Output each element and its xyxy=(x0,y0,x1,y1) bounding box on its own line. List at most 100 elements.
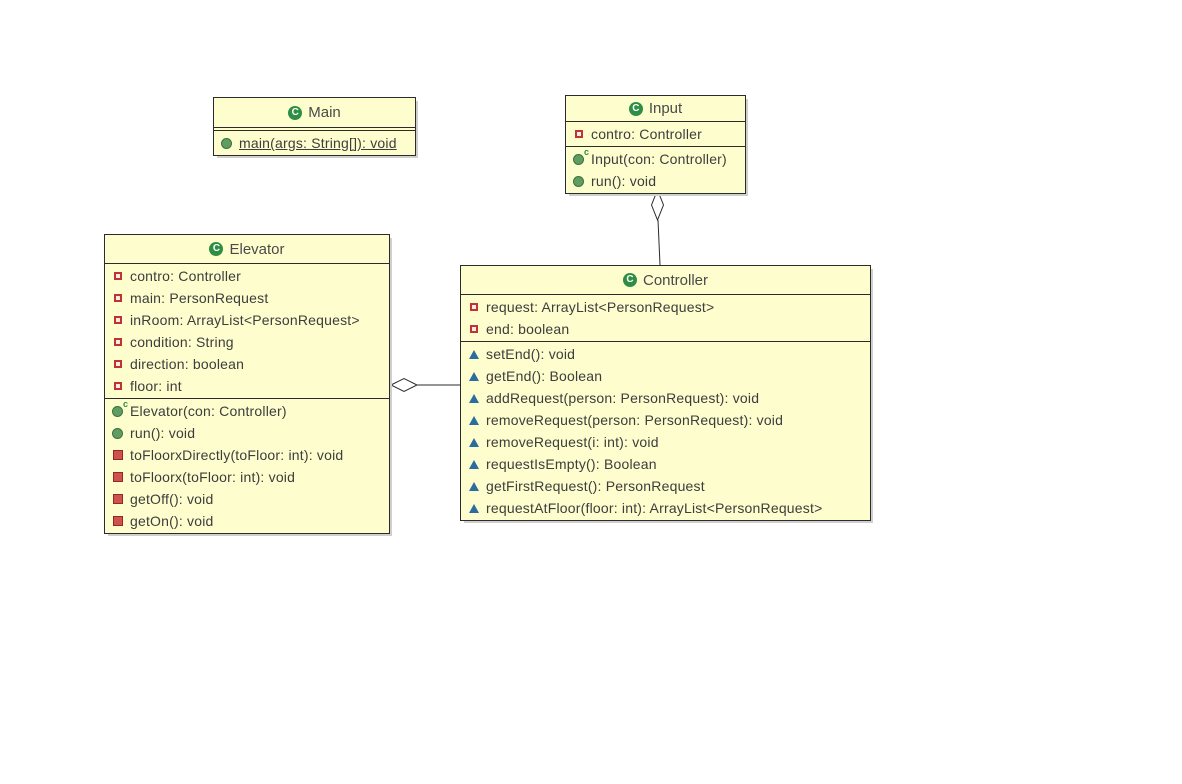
aggregation-diamond xyxy=(650,188,665,222)
class-header: C Controller xyxy=(461,266,870,295)
package-method-icon xyxy=(468,459,479,469)
methods-compartment: setEnd(): void getEnd(): Boolean addRequ… xyxy=(461,342,870,520)
class-title: Input xyxy=(648,100,683,117)
member-text: getFirstRequest(): PersonRequest xyxy=(486,478,705,494)
member-text: request: ArrayList<PersonRequest> xyxy=(486,299,715,315)
class-header: C Elevator xyxy=(105,235,389,264)
private-method-icon xyxy=(112,494,123,504)
member-row: getOff(): void xyxy=(105,488,389,510)
package-method-icon xyxy=(468,481,479,491)
member-row: toFloorx(toFloor: int): void xyxy=(105,466,389,488)
class-title: Controller xyxy=(642,271,709,289)
member-text: getOn(): void xyxy=(130,513,214,529)
class-header: C Input xyxy=(566,96,745,122)
member-row: direction: boolean xyxy=(105,353,389,375)
private-field-icon xyxy=(113,294,122,302)
class-title: Elevator xyxy=(229,240,285,258)
member-text: Elevator(con: Controller) xyxy=(130,403,287,419)
member-row: condition: String xyxy=(105,331,389,353)
private-field-icon xyxy=(113,382,122,390)
member-row: setEnd(): void xyxy=(461,343,870,365)
member-row: inRoom: ArrayList<PersonRequest> xyxy=(105,309,389,331)
member-row: removeRequest(person: PersonRequest): vo… xyxy=(461,409,870,431)
class-icon: C xyxy=(628,101,643,116)
member-row: toFloorxDirectly(toFloor: int): void xyxy=(105,444,389,466)
member-row: main(args: String[]): void xyxy=(214,132,415,154)
private-method-icon xyxy=(112,472,123,482)
member-text: removeRequest(person: PersonRequest): vo… xyxy=(486,412,784,428)
member-row: floor: int xyxy=(105,375,389,397)
member-text: main: PersonRequest xyxy=(130,290,269,306)
member-row: request: ArrayList<PersonRequest> xyxy=(461,296,870,318)
member-text: contro: Controller xyxy=(130,268,241,284)
member-row: main: PersonRequest xyxy=(105,287,389,309)
member-row: addRequest(person: PersonRequest): void xyxy=(461,387,870,409)
private-method-icon xyxy=(112,516,123,526)
private-field-icon xyxy=(469,325,478,333)
member-text: direction: boolean xyxy=(130,356,245,372)
aggregation-connector-input-controller[interactable] xyxy=(650,188,665,266)
member-row: getFirstRequest(): PersonRequest xyxy=(461,475,870,497)
class-node-input[interactable]: C Input contro: Controller c Input(con: … xyxy=(565,95,746,194)
member-row: requestIsEmpty(): Boolean xyxy=(461,453,870,475)
member-row: c Input(con: Controller) xyxy=(566,147,745,170)
package-method-icon xyxy=(468,415,479,425)
member-row: requestAtFloor(floor: int): ArrayList<Pe… xyxy=(461,497,870,519)
member-text: run(): void xyxy=(130,425,196,441)
class-icon: C xyxy=(288,105,303,120)
methods-compartment: c Elevator(con: Controller) run(): void … xyxy=(105,399,389,533)
member-text: setEnd(): void xyxy=(486,346,576,362)
package-method-icon xyxy=(468,393,479,403)
member-text: Input(con: Controller) xyxy=(591,151,727,167)
member-text: inRoom: ArrayList<PersonRequest> xyxy=(130,312,360,328)
member-row: c Elevator(con: Controller) xyxy=(105,399,389,422)
class-header: C Main xyxy=(214,98,415,128)
class-node-main[interactable]: C Main main(args: String[]): void xyxy=(213,97,416,156)
constructor-icon: c xyxy=(573,147,589,165)
member-text: run(): void xyxy=(591,173,657,189)
methods-compartment: main(args: String[]): void xyxy=(214,131,415,155)
package-method-icon xyxy=(468,349,479,359)
private-field-icon xyxy=(469,303,478,311)
aggregation-diamond xyxy=(389,377,419,393)
package-method-icon xyxy=(468,437,479,447)
private-field-icon xyxy=(113,338,122,346)
private-field-icon xyxy=(113,272,122,280)
class-icon: C xyxy=(209,242,224,256)
aggregation-connector-elevator-controller[interactable] xyxy=(389,377,460,393)
member-text: getEnd(): Boolean xyxy=(486,368,603,384)
fields-compartment: contro: Controller xyxy=(566,122,745,147)
member-row: contro: Controller xyxy=(566,123,745,145)
methods-compartment: c Input(con: Controller) run(): void xyxy=(566,147,745,193)
public-method-icon xyxy=(112,427,123,439)
member-row: contro: Controller xyxy=(105,265,389,287)
member-row: getEnd(): Boolean xyxy=(461,365,870,387)
fields-compartment xyxy=(214,128,415,131)
constructor-icon: c xyxy=(112,399,128,417)
fields-compartment: contro: Controller main: PersonRequest i… xyxy=(105,264,389,399)
class-node-elevator[interactable]: C Elevator contro: Controller main: Pers… xyxy=(104,234,390,534)
class-node-controller[interactable]: C Controller request: ArrayList<PersonRe… xyxy=(460,265,871,521)
member-row: removeRequest(i: int): void xyxy=(461,431,870,453)
private-field-icon xyxy=(113,360,122,368)
member-row: run(): void xyxy=(566,170,745,192)
member-text: contro: Controller xyxy=(591,126,702,142)
class-title: Main xyxy=(308,104,341,121)
member-text: requestIsEmpty(): Boolean xyxy=(486,456,657,472)
member-text: toFloorxDirectly(toFloor: int): void xyxy=(130,447,344,463)
member-text: condition: String xyxy=(130,334,234,350)
member-row: end: boolean xyxy=(461,318,870,340)
member-text: requestAtFloor(floor: int): ArrayList<Pe… xyxy=(486,500,823,516)
package-method-icon xyxy=(468,503,479,513)
member-text: addRequest(person: PersonRequest): void xyxy=(486,390,760,406)
member-text: floor: int xyxy=(130,378,182,394)
private-field-icon xyxy=(113,316,122,324)
private-field-icon xyxy=(574,130,583,138)
fields-compartment: request: ArrayList<PersonRequest> end: b… xyxy=(461,295,870,342)
member-text: end: boolean xyxy=(486,321,570,337)
member-text: removeRequest(i: int): void xyxy=(486,434,659,450)
member-row: getOn(): void xyxy=(105,510,389,532)
public-static-method-icon xyxy=(221,137,232,149)
public-method-icon xyxy=(573,175,584,187)
